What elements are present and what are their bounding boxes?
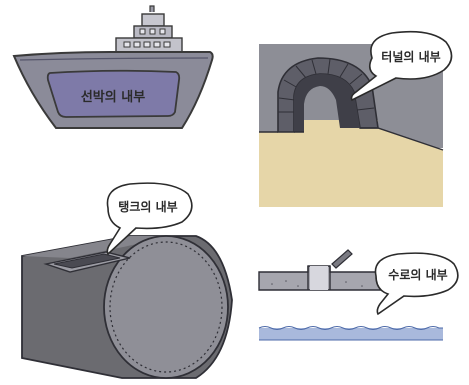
tank-illustration: 탱크의 내부 [21, 182, 233, 379]
tunnel-label: 터널의 내부 [381, 49, 440, 64]
tank-speech-bubble [106, 182, 193, 256]
ship-interior-window [46, 69, 181, 118]
tunnel-ground [259, 120, 443, 207]
ship-illustration: 선박의 내부 [12, 5, 214, 129]
tank-label: 탱크의 내부 [118, 199, 177, 214]
tank-manhole [43, 251, 131, 273]
ship-label: 선박의 내부 [81, 89, 145, 105]
waterway-illustration: 수로의 내부 [258, 249, 459, 341]
ship-superstructure [115, 5, 183, 53]
waterway-water [259, 328, 443, 340]
waterway-speech-bubble [374, 252, 459, 316]
tunnel-speech-bubble [350, 30, 453, 102]
tank-end-cap [103, 235, 229, 379]
waterway-label: 수로의 내부 [388, 267, 447, 282]
tunnel-illustration: 터널의 내부 [259, 30, 453, 207]
